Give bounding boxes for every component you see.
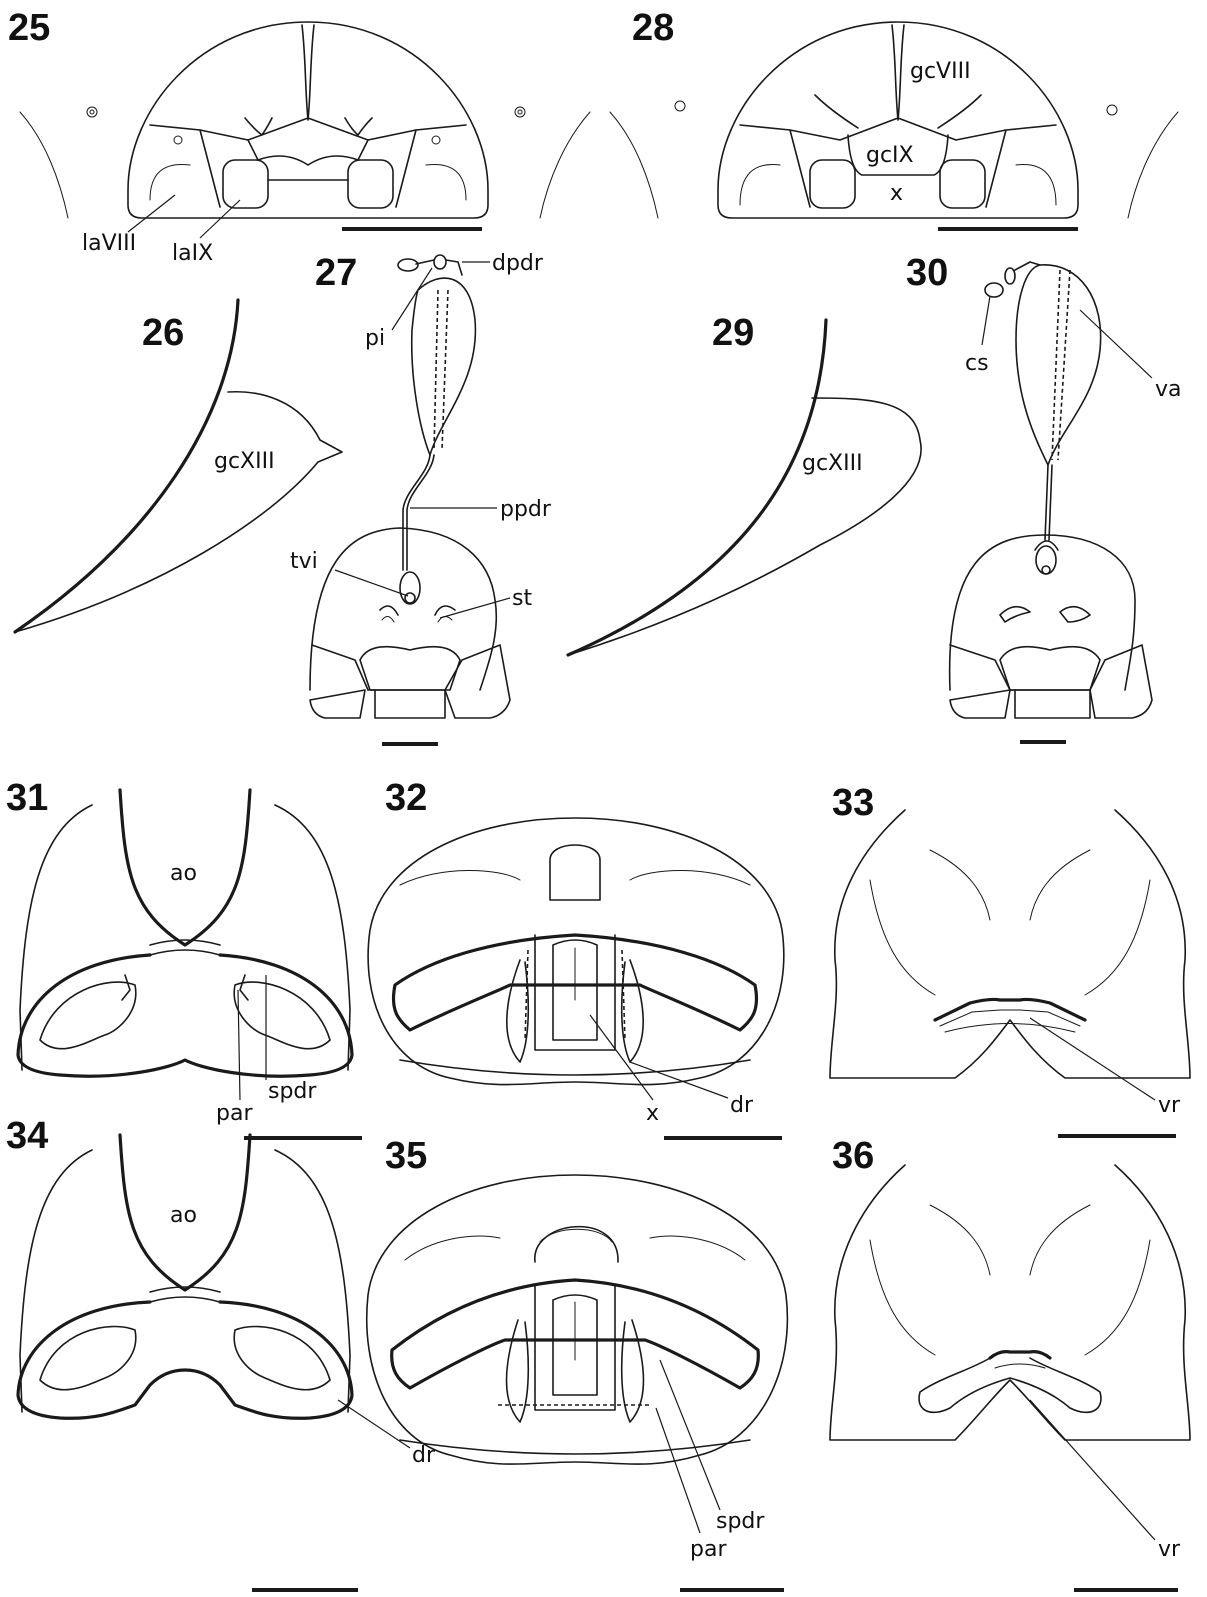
figure-29: 29 gcXIII <box>568 312 921 655</box>
label-vr: vr <box>1158 1537 1181 1562</box>
dorsal-ring <box>18 1302 352 1418</box>
figure-number-28: 28 <box>632 7 674 49</box>
lateral-sclerite-IX-left <box>223 160 268 208</box>
figure-number-31: 31 <box>6 777 48 819</box>
label-gcXIII: gcXIII <box>802 451 863 476</box>
label-ao: ao <box>170 1203 197 1228</box>
transverse-suture <box>150 118 466 140</box>
ventral-plate-outline <box>830 1165 1190 1440</box>
gonocoxite-XIII-outline <box>568 320 826 655</box>
genital-chamber-outline <box>367 1175 788 1464</box>
label-dr: dr <box>730 1093 754 1118</box>
figure-number-26: 26 <box>142 312 184 354</box>
vagina-outline <box>412 278 476 455</box>
label-laIX: laIX <box>172 241 213 266</box>
label-x: x <box>646 1101 659 1126</box>
pore-plate <box>398 259 418 271</box>
sternite-outline <box>950 535 1135 690</box>
ventral-rim <box>919 1358 1101 1412</box>
label-gcIX: gcIX <box>866 143 914 168</box>
figure-34: 34 ao dr <box>6 1115 436 1590</box>
label-gcXIII: gcXIII <box>214 449 275 474</box>
genital-chamber-outline <box>368 818 784 1085</box>
figure-number-32: 32 <box>385 777 427 819</box>
label-laVIII: laVIII <box>82 231 136 256</box>
label-par: par <box>216 1101 253 1126</box>
label-gcVIII: gcVIII <box>910 59 971 84</box>
lateral-sclerite-IX-right <box>348 160 393 208</box>
label-spdr: spdr <box>716 1509 765 1534</box>
label-cs: cs <box>965 351 989 376</box>
label-dr: dr <box>412 1443 436 1468</box>
figure-number-33: 33 <box>832 782 874 824</box>
label-dpdr: dpdr <box>492 251 544 276</box>
figure-number-27: 27 <box>315 252 357 294</box>
ventral-plate-outline <box>830 810 1190 1078</box>
figure-27: 27 dpdr pi ppdr tvi st <box>290 251 552 744</box>
label-st: st <box>512 586 532 611</box>
label-vr: vr <box>1158 1093 1181 1118</box>
figure-30: 30 cs va <box>906 252 1182 742</box>
median-suture <box>892 25 904 120</box>
label-ppdr: ppdr <box>500 497 552 522</box>
median-suture <box>302 25 314 120</box>
copulatory-sac <box>985 283 1003 297</box>
label-tvi: tvi <box>290 549 318 574</box>
figure-25: 25 laVIII laIX <box>8 7 590 266</box>
label-pi: pi <box>365 326 385 351</box>
spiracle-left <box>87 107 97 117</box>
abdomen-left-outline <box>610 112 658 218</box>
figure-number-35: 35 <box>385 1135 427 1177</box>
ventral-intromittent-tube <box>400 572 420 604</box>
figure-number-36: 36 <box>832 1135 874 1177</box>
figure-26: 26 gcXIII <box>15 300 342 632</box>
label-par: par <box>690 1537 727 1562</box>
abdomen-right-outline <box>540 112 590 218</box>
figure-number-30: 30 <box>906 252 948 294</box>
abdomen-left-outline <box>20 112 68 218</box>
posterior-duct <box>1045 465 1052 540</box>
label-spdr: spdr <box>268 1079 317 1104</box>
gonocoxite-XIII-outline <box>15 300 238 632</box>
figure-28: 28 gcVIII gcIX x <box>610 7 1178 229</box>
figure-number-25: 25 <box>8 7 50 49</box>
figure-36: 36 vr <box>830 1135 1190 1590</box>
dorsal-ring <box>18 955 352 1076</box>
spiracle-right <box>515 107 525 117</box>
label-x: x <box>890 181 903 206</box>
figure-31: 31 spdr par ao <box>6 777 362 1138</box>
figure-33: 33 vr <box>830 782 1190 1136</box>
figure-number-34: 34 <box>6 1115 48 1157</box>
abdomen-right-outline <box>1128 112 1178 218</box>
label-ao: ao <box>170 861 197 886</box>
figure-32: 32 x dr <box>368 777 784 1138</box>
figure-number-29: 29 <box>712 312 754 354</box>
label-va: va <box>1155 377 1182 402</box>
figure-35: 35 par spdr <box>367 1135 788 1590</box>
